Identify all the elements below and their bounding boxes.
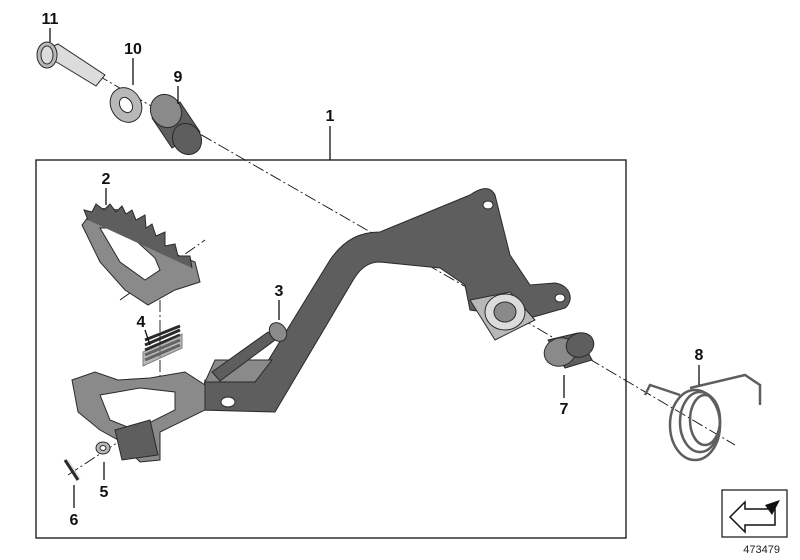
part-9-bushing [149, 93, 203, 156]
part-1-brake-pedal [199, 188, 571, 413]
assembly-frame [35, 159, 627, 539]
part-6-split-pin [63, 459, 81, 481]
callout-1: 1 [326, 108, 335, 125]
part-2-footrest-top [81, 203, 201, 306]
part-11-pin [36, 41, 106, 87]
part-10-washer [109, 87, 143, 123]
callout-7: 7 [560, 401, 569, 418]
part-3-bolt [211, 322, 288, 382]
part-5-washer [95, 441, 111, 455]
part-7-bushing [543, 332, 595, 369]
leader-4 [144, 329, 151, 346]
leader-lines [49, 28, 700, 508]
callout-3: 3 [275, 283, 284, 300]
footrest-top-axis [119, 239, 206, 301]
callout-8: 8 [695, 347, 704, 364]
footrest-assembled [71, 371, 206, 463]
spring-axis [519, 317, 736, 446]
arrow-badge-icon [721, 489, 788, 538]
callout-6: 6 [70, 512, 79, 529]
part-4-spring [142, 324, 183, 367]
callout-4: 4 [137, 314, 146, 331]
part-8-torsion-spring [643, 373, 762, 462]
callout-10: 10 [124, 41, 142, 58]
callout-9: 9 [174, 69, 183, 86]
reference-number: 473479 [743, 544, 780, 556]
callout-11: 11 [42, 11, 59, 28]
callout-5: 5 [100, 484, 109, 501]
callout-2: 2 [102, 171, 111, 188]
